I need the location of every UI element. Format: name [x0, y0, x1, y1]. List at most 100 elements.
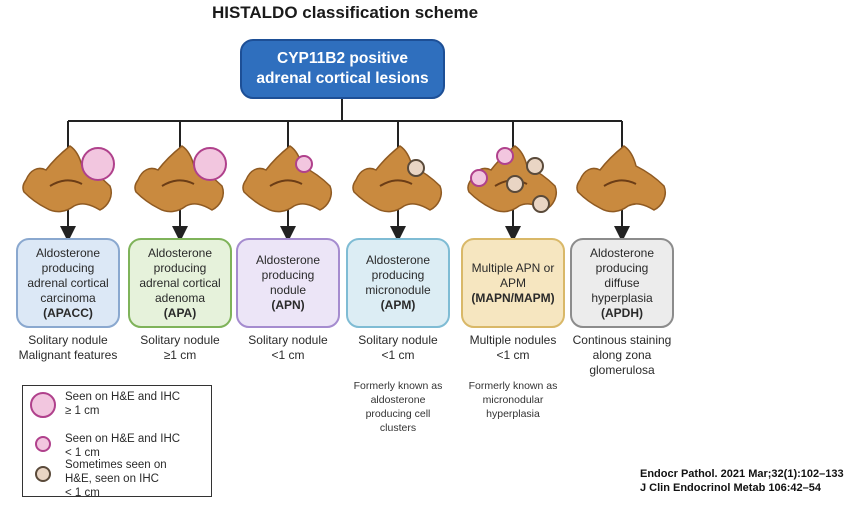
note-line: Formerly known as	[353, 380, 443, 392]
micronodule-icon	[526, 157, 544, 175]
legend-text-line: < 1 cm	[65, 447, 100, 459]
caption-line: <1 cm	[381, 348, 415, 362]
adrenal-gland-icon	[467, 145, 557, 213]
category-label-line: nodule	[269, 283, 307, 297]
category-label-line: carcinoma	[40, 290, 96, 305]
gland-body	[242, 145, 332, 213]
micronodule-icon	[407, 159, 425, 177]
adrenal-gland-icon	[22, 145, 115, 213]
category-caption: Solitary nodule≥1 cm	[120, 333, 240, 363]
legend-text: Seen on H&E and IHC < 1 cm	[65, 432, 180, 460]
note-line: Formerly known as	[468, 380, 558, 392]
category-abbreviation: (APN)	[271, 298, 305, 312]
category-abbreviation: (MAPN/MAPM)	[471, 290, 555, 305]
root-node-line-2: adrenal cortical lesions	[256, 70, 429, 87]
gland-medulla	[269, 179, 303, 187]
gland-medulla	[379, 179, 413, 187]
category-label-line: Aldosterone	[35, 245, 101, 260]
category-label-line: producing	[41, 260, 95, 275]
category-label-line: Aldosterone	[147, 245, 213, 260]
note-line: hyperplasia	[486, 408, 540, 420]
category-abbreviation: (APM)	[380, 298, 416, 312]
micronodule-icon	[506, 175, 524, 193]
category-label-line: micronodule	[365, 283, 431, 297]
gland-body	[134, 145, 224, 213]
legend-text-line: < 1 cm	[65, 487, 100, 499]
category-label-line: adrenal cortical	[27, 275, 109, 290]
caption-line: <1 cm	[496, 348, 530, 362]
caption-line: Multiple nodules	[469, 333, 557, 347]
category-note: Formerly known as aldosterone producing ce…	[343, 379, 453, 435]
gland-body	[576, 145, 666, 213]
adrenal-gland-icon	[352, 145, 442, 213]
adrenal-gland-icon	[576, 145, 666, 213]
caption-line: ≥1 cm	[163, 348, 197, 362]
category-caption: Solitary nodule<1 cm	[338, 333, 458, 363]
small-nodule-icon	[496, 147, 514, 165]
micronodule-icon	[35, 466, 51, 482]
category-label-line: Multiple APN or	[471, 260, 555, 275]
category-caption: Multiple nodules<1 cm	[453, 333, 573, 363]
caption-line: Malignant features	[18, 348, 118, 362]
note-line: producing cell	[365, 408, 431, 420]
adrenal-gland-icon	[134, 145, 227, 213]
micronodule-icon	[532, 195, 550, 213]
reference-line: J Clin Endocrinol Metab 106:42–54	[640, 482, 821, 494]
caption-line: Solitary nodule	[140, 333, 220, 347]
category-abbreviation: (APA)	[163, 305, 197, 320]
gland-body	[352, 145, 442, 213]
category-label-line: hyperplasia	[591, 290, 653, 305]
caption-line: along zona	[592, 348, 652, 362]
gland-medulla	[49, 179, 83, 187]
caption-line: Solitary nodule	[248, 333, 328, 347]
note-line: clusters	[379, 422, 417, 434]
legend-text: Seen on H&E and IHC≥ 1 cm	[65, 390, 180, 418]
large-nodule-icon	[193, 147, 227, 181]
gland-body	[22, 145, 112, 213]
small-nodule-icon	[470, 169, 488, 187]
diagram-title: HISTALDO classification scheme	[211, 3, 479, 22]
legend-text-line: ≥ 1 cm	[65, 405, 100, 417]
caption-line: Solitary nodule	[28, 333, 108, 347]
reference-line: Endocr Pathol. 2021 Mar;32(1):102–133	[640, 468, 844, 480]
legend-text-line: Seen on H&E and IHC	[65, 433, 181, 445]
root-node: CYP11B2 positive adrenal cortical lesion…	[240, 39, 445, 99]
small-nodule-icon	[295, 155, 313, 173]
small-nodule-icon	[35, 436, 51, 452]
note-line: aldosterone	[370, 394, 426, 406]
category-label-line: producing	[595, 260, 649, 275]
caption-line: Continous staining	[572, 333, 672, 347]
category-label-line: producing	[153, 260, 207, 275]
large-nodule-icon	[30, 392, 56, 418]
category-label-line: adenoma	[154, 290, 206, 305]
category-label-line: diffuse	[604, 275, 640, 290]
category-abbreviation: (APDH)	[601, 305, 643, 320]
category-label-line: Aldosterone	[255, 253, 321, 267]
large-nodule-icon	[81, 147, 115, 181]
adrenal-gland-icon	[242, 145, 332, 213]
root-node-line-1: CYP11B2 positive	[277, 50, 408, 67]
category-label-line: Aldosterone	[589, 245, 655, 260]
legend-text-line: Sometimes seen on	[65, 459, 167, 471]
category-label-line: APM	[499, 275, 526, 290]
references: Endocr Pathol. 2021 Mar;32(1):102–133 J C…	[640, 467, 844, 495]
category-label-line: producing	[371, 268, 425, 282]
note-line: micronodular	[482, 394, 544, 406]
category-note: Formerly known as micronodular hyperplasia	[458, 379, 568, 421]
category-label-line: Aldosterone	[365, 253, 431, 267]
gland-medulla	[161, 179, 195, 187]
category-abbreviation: (APACC)	[43, 305, 93, 320]
legend-text: Sometimes seen on H&E, seen on IHC < 1 cm	[65, 458, 167, 500]
caption-line: Solitary nodule	[358, 333, 438, 347]
legend-text-line: H&E, seen on IHC	[65, 473, 159, 485]
